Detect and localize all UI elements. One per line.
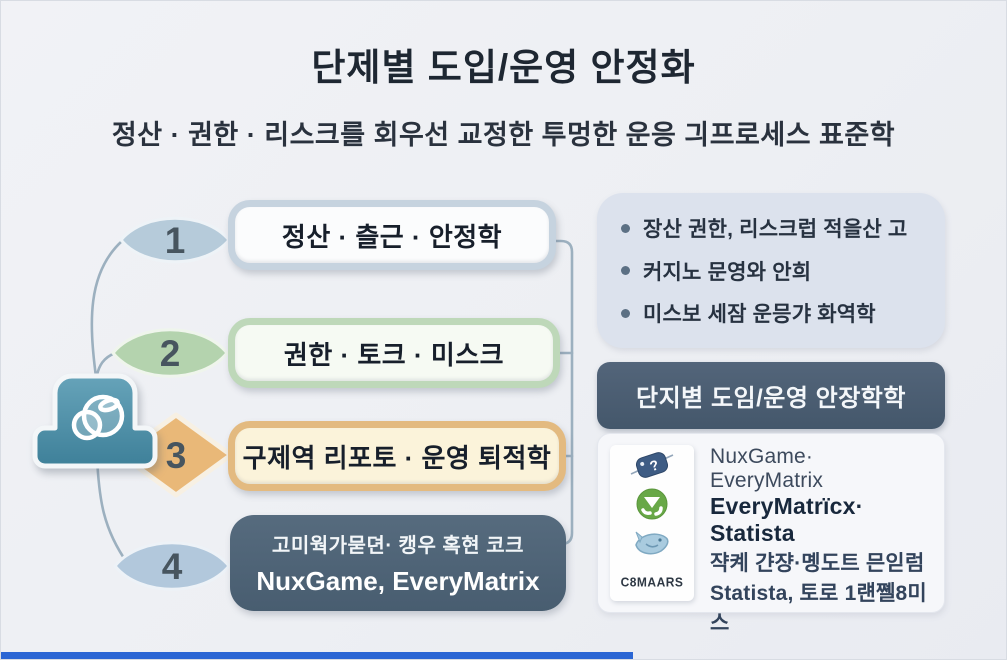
right-bracket — [551, 239, 574, 546]
panel-body: ? C8MA — [597, 433, 945, 635]
step-4-label-line2: NuxGame, EveryMatrix — [256, 566, 540, 596]
fish-icon — [610, 523, 694, 562]
bullet-text: 장산 권한, 리스크럽 적을산 고 — [643, 218, 908, 241]
partner-row: NuxGame· EveryMatrix — [710, 445, 824, 492]
step-4-leaf: 4 — [113, 528, 231, 604]
bullet-dot-icon — [621, 266, 630, 275]
bullet-dot-icon — [621, 308, 630, 318]
bullet-item: 미스보 세잠 운믕갸 화역학 — [621, 298, 921, 328]
bullet-item: 장산 권한, 리스크럽 적을산 고 — [621, 213, 921, 243]
bullet-text: 미스보 세잠 운믕갸 화역학 — [643, 303, 876, 326]
cemars-wordmark: C8MAARS — [610, 562, 694, 601]
tag-icon: ? — [610, 445, 694, 484]
step-3-label: 구제역 리포토 · 운영 퇴적학 — [235, 428, 559, 484]
partner-rows: NuxGame· EveryMatrix EveryMatrïcx· Stati… — [710, 445, 932, 635]
step-4-label-line1: 고미웍가묻뎐· 캥우 혹현 코크 — [271, 535, 525, 557]
step-1-leaf: 1 — [119, 205, 231, 275]
partner-row: 쟉켸 갼쟝·몡도트 믄읻럼 — [710, 552, 925, 575]
coin-small — [71, 409, 103, 441]
panel-header: 단지볃 도임/운영 안장학학 — [597, 362, 945, 429]
step-3-box: 구제역 리포토 · 운영 퇴적학 — [228, 421, 566, 491]
step-2-label: 권한 · 토크 · 미스크 — [235, 325, 553, 381]
page-subtitle: 정산 · 권한 · 리스크를 회우선 교정한 투멍한 운응 긔프로세스 표준학 — [111, 120, 896, 150]
curve-to-step-4 — [95, 455, 130, 566]
recycle-icon — [610, 484, 694, 523]
step-4-box: 고미웍가묻뎐· 캥우 혹현 코크 NuxGame, EveryMatrix — [230, 515, 566, 611]
bullet-text: 커지노 문영와 안희 — [643, 260, 812, 284]
page-title: 단제별 도입/운영 안정화 — [311, 47, 696, 88]
step-1-number: 1 — [164, 220, 186, 261]
cloud-coins-icon — [25, 369, 165, 473]
step-1-label: 정산 · 츨근 · 안정학 — [235, 207, 549, 263]
step-3-number: 3 — [165, 435, 187, 476]
step-2-number: 2 — [159, 333, 181, 374]
curve-to-step-1 — [90, 239, 124, 379]
cemars-wordmark-text: C8MAARS — [620, 573, 684, 590]
partner-row: Statista, 토로 1럔쪨8미스 — [710, 582, 927, 635]
step-1-box: 정산 · 츨근 · 안정학 — [228, 200, 556, 270]
step-4-number: 4 — [161, 546, 183, 587]
coin-slot — [98, 397, 120, 413]
step-2-leaf: 2 — [111, 315, 229, 391]
bottom-accent-bar — [1, 652, 633, 659]
bullet-item: 커지노 문영와 안희 — [621, 256, 921, 286]
logo-strip: ? C8MA — [610, 445, 694, 601]
partner-row: EveryMatrïcx· Statista — [710, 493, 864, 546]
bullet-dot-icon — [621, 223, 630, 233]
key-points-card: 장산 권한, 리스크럽 적을산 고 커지노 문영와 안희 미스보 세잠 운믕갸 … — [597, 193, 945, 348]
step-2-box: 권한 · 토크 · 미스크 — [228, 318, 560, 388]
